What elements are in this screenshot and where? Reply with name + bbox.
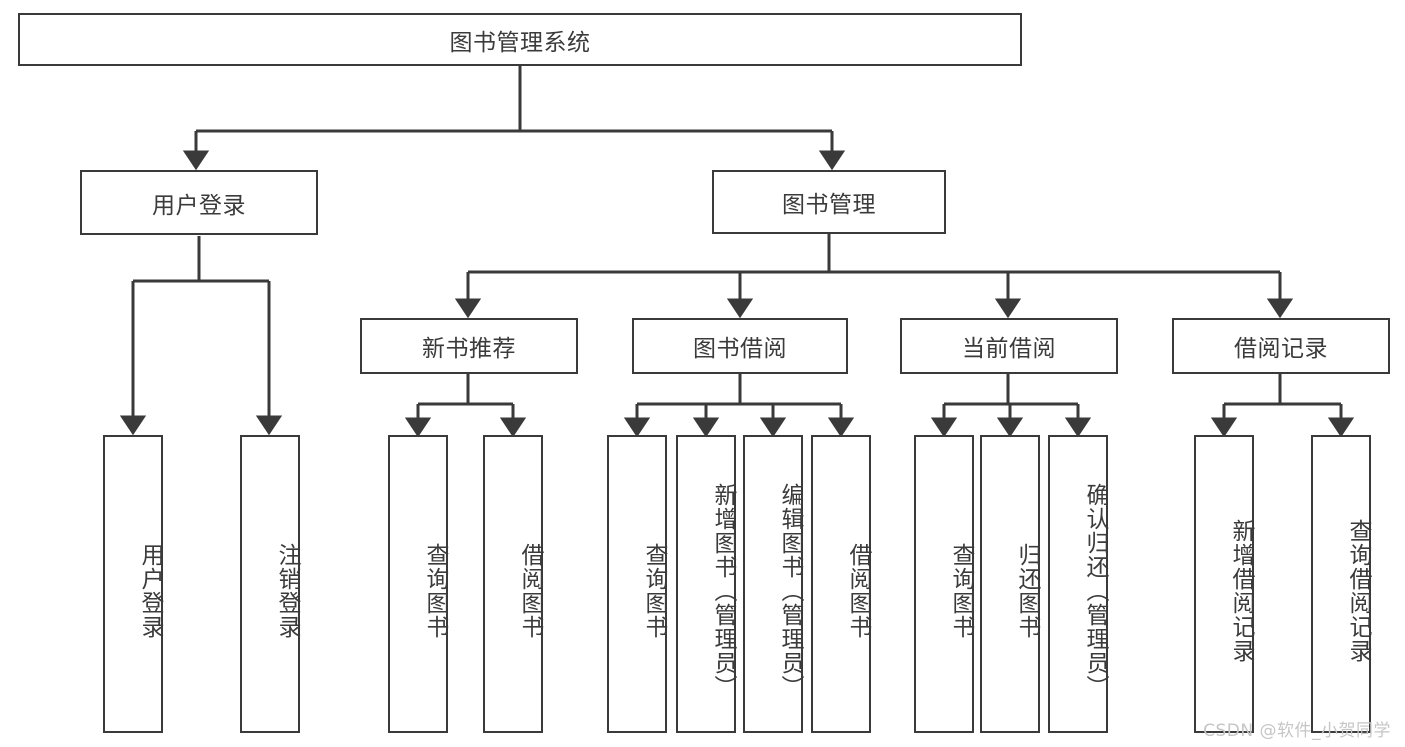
node-leaf-logout[interactable]: 注销登录 — [240, 435, 300, 733]
node-leaf-add-book[interactable]: 新增图书（管理员） — [676, 435, 736, 733]
node-leaf-add-book-label: 新增图书（管理员） — [710, 483, 736, 699]
node-current-borrow[interactable]: 当前借阅 — [900, 318, 1118, 374]
node-leaf-borrow-book-1-label: 借阅图书 — [517, 543, 543, 639]
node-leaf-user-login-label: 用户登录 — [137, 543, 163, 639]
node-leaf-query-book-2[interactable]: 查询图书 — [607, 435, 667, 733]
node-leaf-borrow-book-2-label: 借阅图书 — [845, 543, 871, 639]
node-leaf-confirm-return-label: 确认归还（管理员） — [1082, 483, 1108, 699]
node-leaf-add-record[interactable]: 新增借阅记录 — [1194, 435, 1254, 733]
node-borrow-record-label: 借阅记录 — [1234, 336, 1328, 362]
csdn-watermark: CSDN @软件_小贺同学 — [1203, 721, 1391, 741]
node-root-label: 图书管理系统 — [449, 29, 591, 56]
node-leaf-return-book-label: 归还图书 — [1014, 543, 1040, 639]
node-leaf-edit-book[interactable]: 编辑图书（管理员） — [743, 435, 803, 733]
node-root[interactable]: 图书管理系统 — [18, 13, 1022, 66]
node-user-login-label: 用户登录 — [152, 192, 246, 219]
node-leaf-user-login[interactable]: 用户登录 — [103, 435, 163, 733]
node-leaf-query-record[interactable]: 查询借阅记录 — [1311, 435, 1371, 733]
node-borrow-record[interactable]: 借阅记录 — [1172, 318, 1390, 374]
node-book-manage-label: 图书管理 — [782, 192, 876, 218]
node-current-borrow-label: 当前借阅 — [962, 336, 1056, 362]
node-leaf-query-book-1[interactable]: 查询图书 — [388, 435, 448, 733]
node-leaf-return-book[interactable]: 归还图书 — [980, 435, 1040, 733]
node-leaf-confirm-return[interactable]: 确认归还（管理员） — [1048, 435, 1108, 733]
node-leaf-query-book-2-label: 查询图书 — [641, 543, 667, 639]
node-leaf-borrow-book-2[interactable]: 借阅图书 — [811, 435, 871, 733]
node-book-borrow-label: 图书借阅 — [693, 336, 787, 362]
node-leaf-edit-book-label: 编辑图书（管理员） — [777, 483, 803, 699]
node-leaf-query-book-1-label: 查询图书 — [422, 543, 448, 639]
node-book-manage[interactable]: 图书管理 — [712, 170, 946, 234]
node-user-login[interactable]: 用户登录 — [80, 170, 318, 235]
node-new-book-recommend[interactable]: 新书推荐 — [360, 318, 578, 374]
node-book-borrow[interactable]: 图书借阅 — [632, 318, 848, 374]
node-leaf-query-book-3[interactable]: 查询图书 — [914, 435, 974, 733]
node-leaf-borrow-book-1[interactable]: 借阅图书 — [483, 435, 543, 733]
node-leaf-query-book-3-label: 查询图书 — [948, 543, 974, 639]
node-leaf-add-record-label: 新增借阅记录 — [1228, 519, 1254, 663]
node-leaf-query-record-label: 查询借阅记录 — [1345, 519, 1371, 663]
node-leaf-logout-label: 注销登录 — [274, 543, 300, 639]
node-new-book-recommend-label: 新书推荐 — [422, 336, 516, 362]
